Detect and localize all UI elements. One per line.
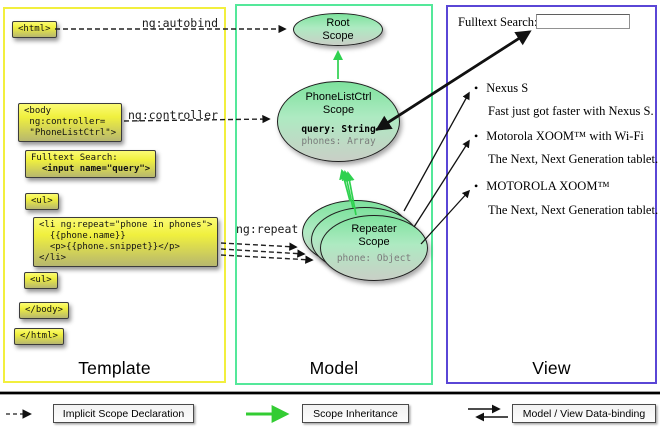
view-item: • MOTOROLA XOOM™ <box>474 179 610 194</box>
phone-property: phone: Object <box>336 253 412 264</box>
fulltext-code-input: <input name="query"> <box>31 164 151 174</box>
code-box-ul-open-2: <ul> <box>24 272 58 289</box>
view-item-title: MOTOROLA XOOM™ <box>486 179 610 193</box>
bullet-icon: • <box>474 129 479 143</box>
fulltext-code-label: Fulltext Search: <box>31 153 118 163</box>
ng-autobind-label: ng:autobind <box>141 16 218 30</box>
phonelistctrl-scope-ellipse: PhoneListCtrl Scope query: String phones… <box>277 81 400 162</box>
view-item-title: Motorola XOOM™ with Wi-Fi <box>486 129 644 143</box>
view-item-title: Nexus S <box>486 81 529 95</box>
query-property: query: String <box>301 124 376 135</box>
code-box-html-close: </html> <box>14 328 64 345</box>
code-box-html-open: <html> <box>12 21 57 38</box>
fulltext-search-label: Fulltext Search: <box>458 15 538 29</box>
ng-controller-label: ng:controller <box>127 108 218 122</box>
model-panel-label: Model <box>309 358 359 378</box>
view-item-desc: Fast just got faster with Nexus S. <box>488 104 654 118</box>
root-scope-ellipse: Root Scope <box>293 13 383 46</box>
bullet-icon: • <box>474 179 479 193</box>
legend-data-binding-label: Model / View Data-binding <box>512 404 656 423</box>
view-panel-label: View <box>532 358 571 378</box>
view-item: • Nexus S <box>474 81 528 96</box>
legend-implicit-scope-label: Implicit Scope Declaration <box>53 404 194 423</box>
bullet-icon: • <box>474 81 479 95</box>
code-box-body-open: <body ng:controller= "PhoneListCtrl"> <box>18 103 123 142</box>
phones-property: phones: Array <box>301 136 376 147</box>
view-item-desc: The Next, Next Generation tablet. <box>488 152 659 166</box>
code-box-li-repeat: <li ng:repeat="phone in phones"> {{phone… <box>33 217 219 267</box>
view-item-desc: The Next, Next Generation tablet. <box>488 203 659 217</box>
view-panel <box>446 5 657 384</box>
fulltext-search-input[interactable] <box>536 14 630 29</box>
model-panel <box>235 4 433 385</box>
template-panel-label: Template <box>78 358 151 378</box>
legend-scope-inheritance-label: Scope Inheritance <box>302 404 409 423</box>
root-scope-title: Root Scope <box>322 17 354 42</box>
ng-repeat-label: ng:repeat <box>236 222 299 236</box>
repeater-scope-title: Repeater Scope <box>351 223 397 248</box>
code-box-ul-open-1: <ul> <box>25 193 59 210</box>
code-box-fulltext-search: Fulltext Search: <input name="query"> <box>25 150 157 178</box>
view-item: • Motorola XOOM™ with Wi-Fi <box>474 129 644 144</box>
phonelistctrl-scope-title: PhoneListCtrl Scope <box>305 91 372 116</box>
code-box-body-close: </body> <box>19 302 69 319</box>
repeater-scope-ellipse: Repeater Scope phone: Object <box>320 215 428 281</box>
